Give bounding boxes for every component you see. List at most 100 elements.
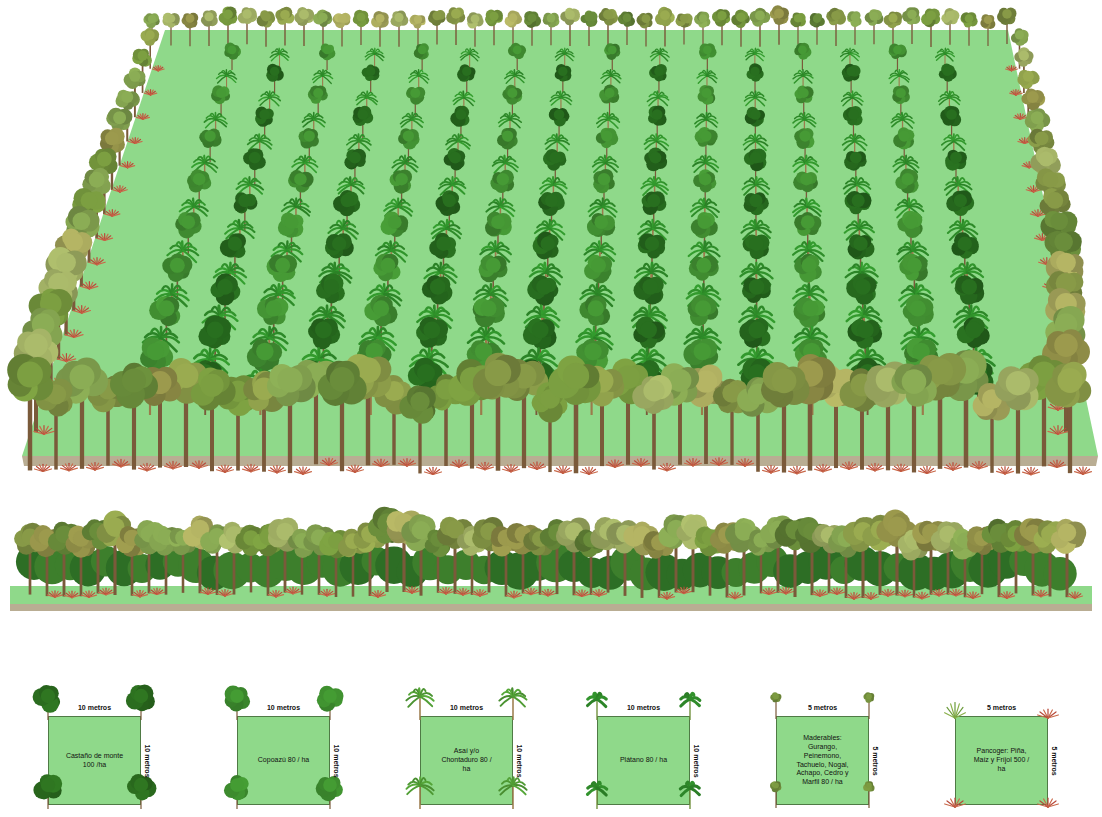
plant-leaf bbox=[470, 54, 479, 58]
plant-leaf bbox=[120, 188, 126, 192]
plant-leaf bbox=[603, 72, 611, 75]
plant-leaf bbox=[135, 138, 138, 143]
tree-crown bbox=[774, 9, 784, 19]
tree-crown bbox=[356, 17, 366, 27]
plant-leaf bbox=[958, 182, 970, 185]
tree-crown bbox=[143, 15, 153, 25]
plant-leaf bbox=[1035, 238, 1043, 240]
plant-leaf bbox=[756, 225, 769, 229]
tree-crown bbox=[453, 114, 466, 127]
plant-leaf bbox=[344, 178, 351, 185]
tree-crown bbox=[796, 93, 806, 103]
plant-leaf bbox=[371, 49, 375, 54]
tree-crown bbox=[81, 192, 98, 209]
plant-leaf bbox=[603, 207, 616, 217]
tree-crown bbox=[793, 175, 808, 190]
plant-leaf bbox=[550, 229, 565, 235]
palm-tree bbox=[328, 220, 357, 254]
tree-crown bbox=[418, 18, 426, 26]
tree-crown bbox=[889, 47, 899, 57]
tree-crown bbox=[449, 7, 458, 16]
plant-leaf bbox=[800, 113, 805, 119]
plant-leaf bbox=[553, 178, 559, 185]
tree-crown bbox=[1018, 56, 1028, 66]
tree-crown bbox=[948, 10, 959, 21]
plant-leaf bbox=[412, 119, 422, 127]
plant-leaf bbox=[445, 178, 452, 184]
tree-crown bbox=[197, 171, 210, 184]
tree-crown bbox=[944, 8, 955, 19]
plant-leaf bbox=[948, 135, 954, 141]
plant-leaf bbox=[551, 98, 561, 106]
plant-leaf bbox=[83, 284, 90, 289]
tree-crown bbox=[141, 30, 152, 41]
plant-leaf bbox=[892, 117, 902, 120]
plant-leaf bbox=[1038, 212, 1044, 216]
tree-crown bbox=[219, 86, 229, 96]
tree bbox=[1040, 211, 1077, 287]
plant-leaf bbox=[358, 134, 359, 141]
tree-crown bbox=[418, 45, 427, 54]
tree-crown bbox=[243, 15, 252, 24]
plant-leaf bbox=[314, 116, 323, 120]
tree-crown bbox=[260, 10, 269, 19]
plant-leaf bbox=[565, 52, 573, 54]
tree-crown bbox=[897, 217, 912, 232]
tree-crown bbox=[89, 154, 106, 171]
tree-crown bbox=[290, 215, 303, 228]
tree-crown bbox=[376, 19, 385, 28]
tree-crown bbox=[587, 16, 597, 26]
tree-crown bbox=[259, 109, 270, 120]
plant-leaf bbox=[852, 94, 861, 97]
tree-crown bbox=[802, 180, 814, 192]
tree-crown bbox=[414, 48, 424, 58]
tree bbox=[826, 8, 846, 46]
plant-leaf bbox=[660, 54, 669, 57]
plant-leaf bbox=[260, 135, 266, 141]
plant-leaf bbox=[705, 207, 717, 217]
palm-tree bbox=[453, 91, 474, 116]
plant-leaf bbox=[896, 114, 902, 120]
plant-leaf bbox=[375, 52, 383, 54]
plant-leaf bbox=[747, 51, 755, 54]
tree-crown bbox=[139, 54, 151, 66]
tree bbox=[691, 212, 718, 254]
tree-crown bbox=[891, 12, 902, 23]
tree-crown bbox=[1044, 211, 1061, 228]
tree-crown bbox=[508, 46, 519, 57]
plant-leaf bbox=[227, 75, 237, 79]
plant-leaf bbox=[1028, 188, 1034, 192]
plant-leaf bbox=[598, 119, 608, 127]
pineapple-plant bbox=[1006, 66, 1018, 71]
plant-leaf bbox=[158, 69, 164, 71]
tree-crown bbox=[449, 152, 461, 164]
tree-crown bbox=[954, 157, 967, 170]
tree-crown bbox=[232, 244, 246, 258]
tree-crown bbox=[845, 193, 861, 209]
plant-leaf bbox=[657, 91, 658, 97]
tree-crown bbox=[303, 11, 314, 22]
palm-tree bbox=[555, 48, 574, 70]
tree-crown bbox=[796, 43, 806, 53]
plant-leaf bbox=[270, 97, 281, 101]
tree bbox=[560, 8, 580, 46]
plant-leaf bbox=[903, 119, 914, 123]
plant-leaf bbox=[240, 225, 253, 229]
plant-leaf bbox=[963, 220, 964, 229]
plant-leaf bbox=[112, 212, 118, 216]
plant-leaf bbox=[236, 184, 249, 189]
tree-crown bbox=[547, 14, 556, 23]
tree-crown bbox=[272, 69, 283, 80]
tree bbox=[1025, 108, 1050, 166]
tree-crown bbox=[398, 179, 411, 192]
tree-crown bbox=[506, 93, 518, 105]
tree-crown bbox=[201, 16, 210, 25]
tree-crown bbox=[220, 239, 238, 257]
tree-crown bbox=[691, 219, 707, 235]
tree-crown bbox=[796, 13, 805, 22]
tree-crown bbox=[698, 127, 711, 140]
plant-leaf bbox=[114, 188, 120, 192]
tree-crown bbox=[871, 10, 882, 21]
tree-crown bbox=[162, 16, 172, 26]
tree-crown bbox=[101, 157, 118, 174]
